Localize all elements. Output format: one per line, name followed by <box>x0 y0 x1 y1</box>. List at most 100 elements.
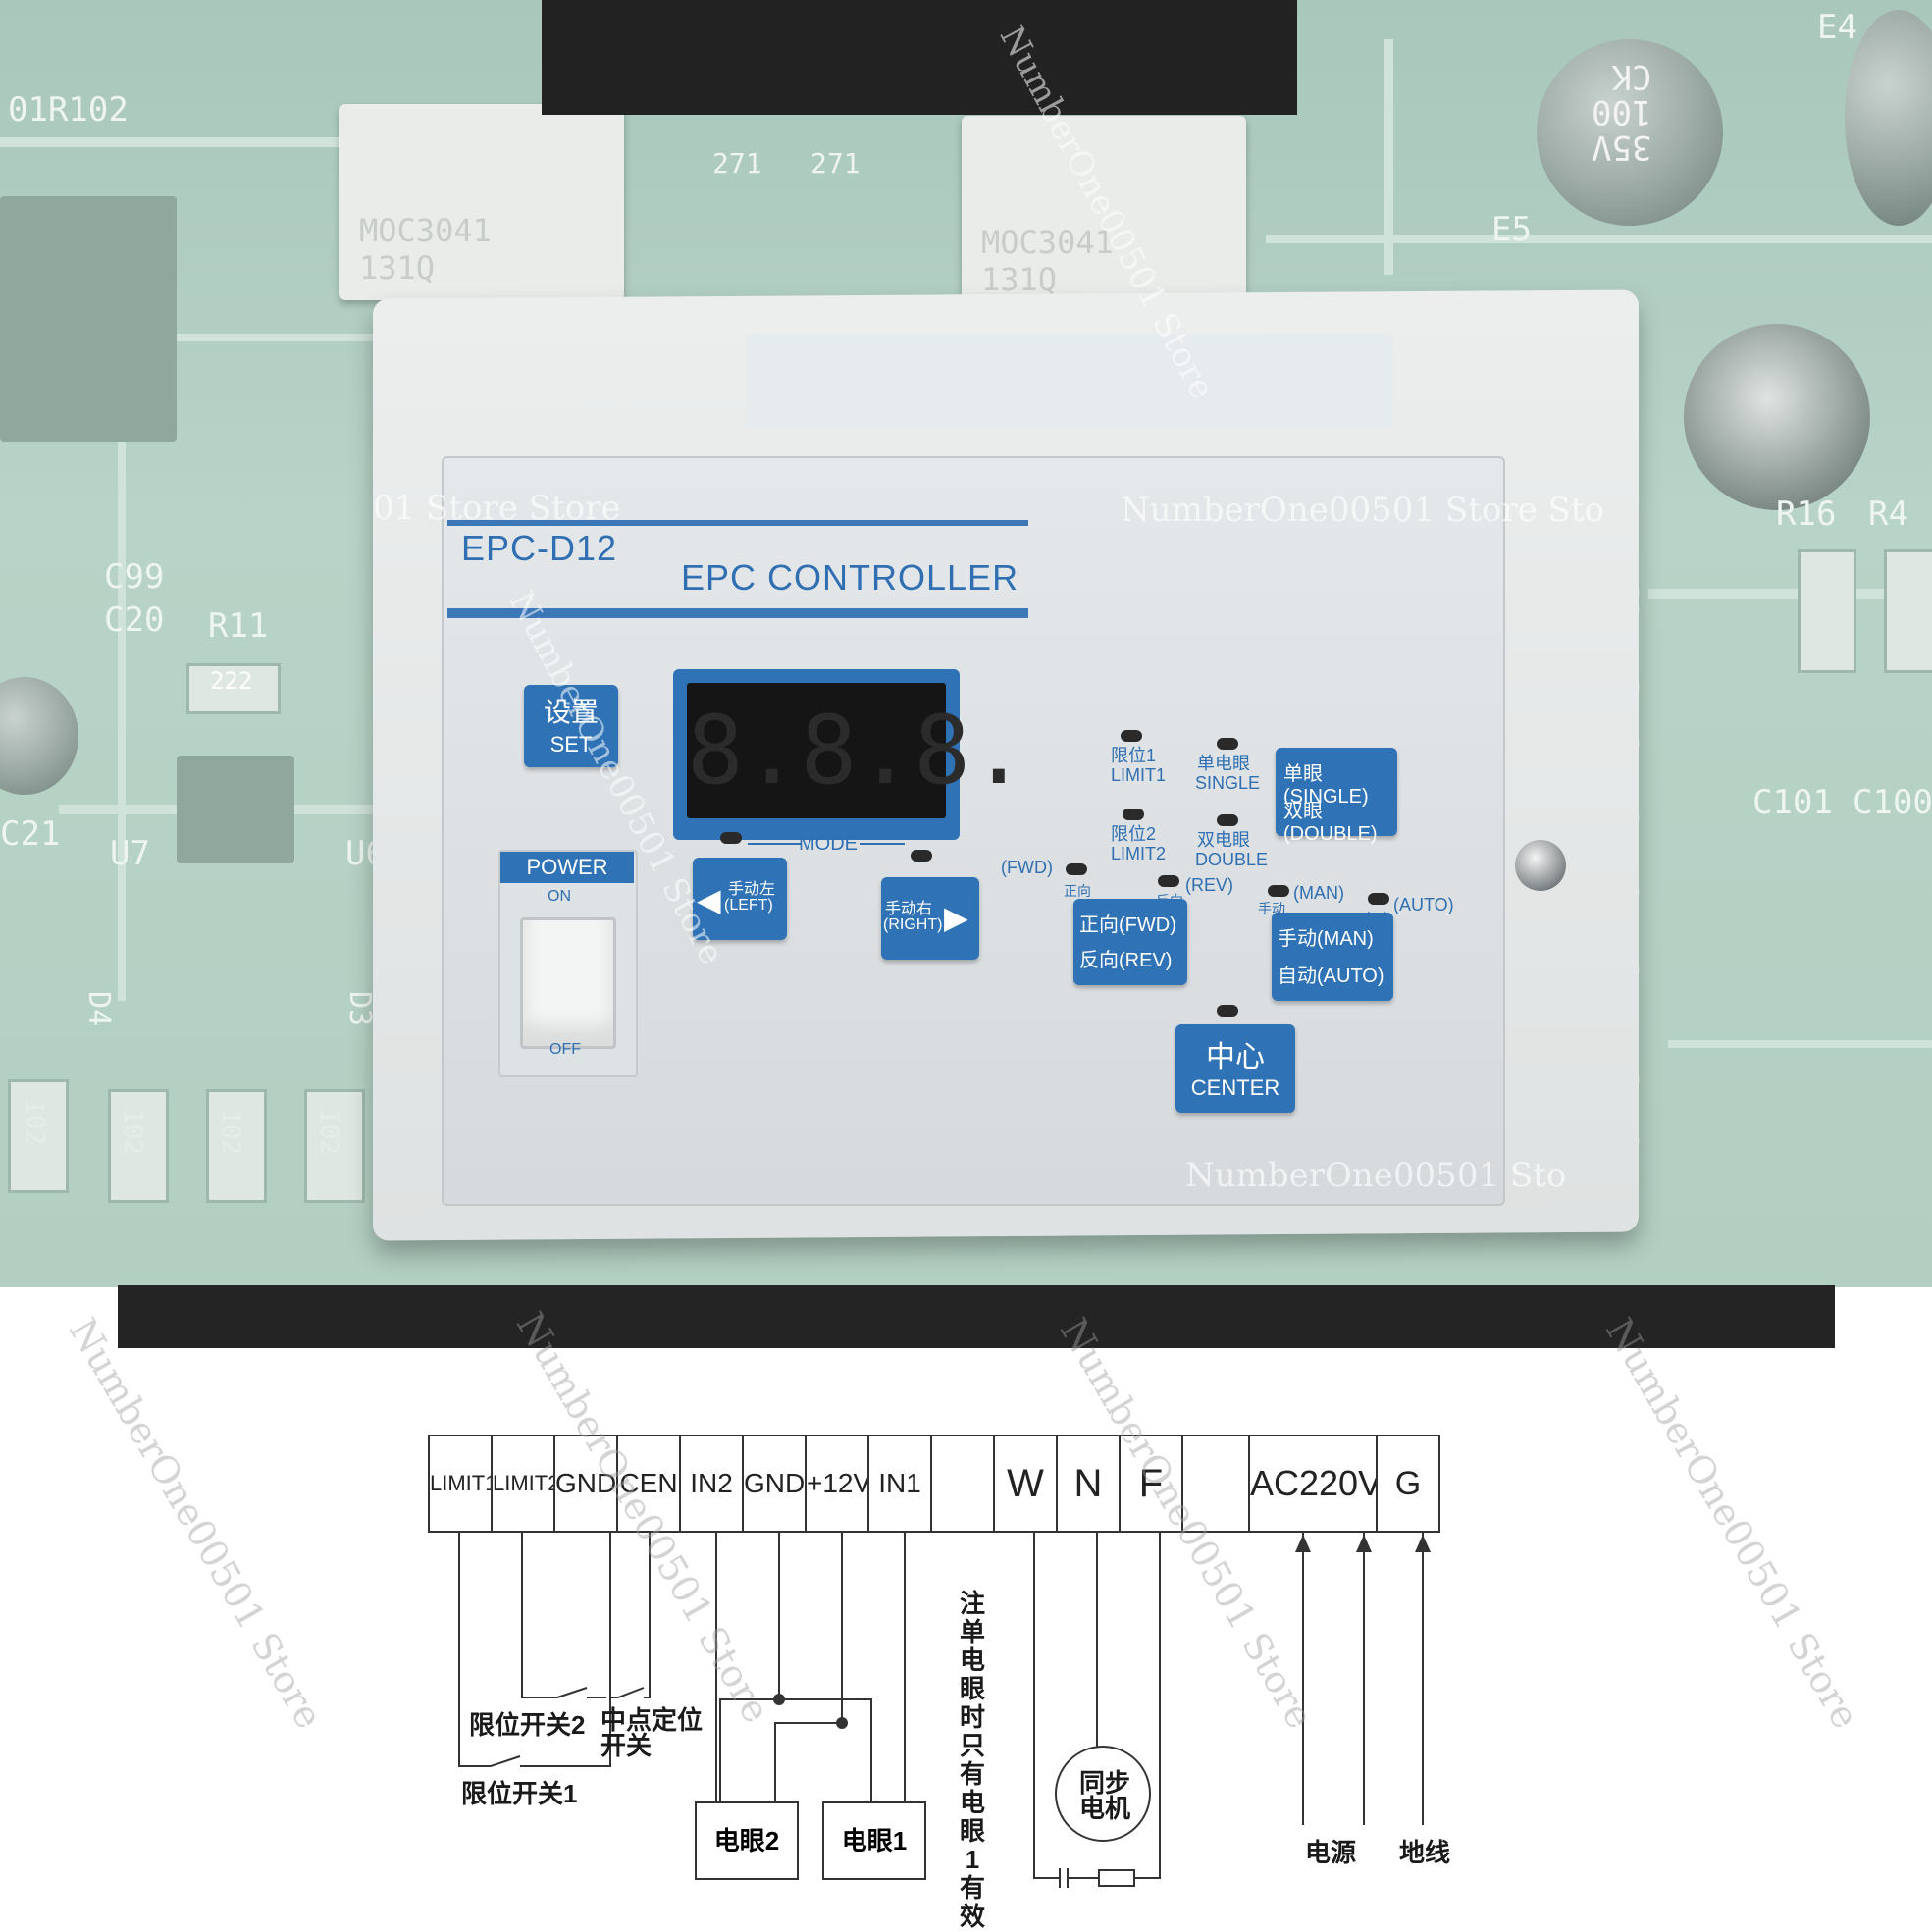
pcb-trace <box>1266 235 1932 243</box>
product-name-label: EPC CONTROLLER <box>681 557 1019 598</box>
pcb-label: C99 <box>104 557 165 597</box>
smd-resistor <box>186 663 281 714</box>
optocoupler-right: MOC3041 131Q <box>962 116 1246 302</box>
watermark: 01 Store Store <box>373 489 621 528</box>
terminal: IN1 <box>867 1435 932 1533</box>
sync-motor-label: 同步 电机 <box>1079 1768 1131 1823</box>
watermark: NumberOne00501 Sto <box>1185 1156 1567 1195</box>
power-supply-label: 电源 <box>1305 1838 1357 1867</box>
pcb-label: R4 <box>1868 495 1908 534</box>
pcb-label: C101 <box>1752 783 1833 822</box>
center-button-cn: 中心 <box>1206 1041 1265 1073</box>
single-led-cn: 单电眼 <box>1197 754 1250 773</box>
fwd-en: (FWD) <box>1001 858 1053 877</box>
manual-left-button[interactable]: ◀ 手动左 (LEFT) <box>693 858 787 940</box>
pcb-trace <box>0 334 373 341</box>
double-led-en: DOUBLE <box>1195 850 1269 869</box>
man-auto-button[interactable]: 手动(MAN) 自动(AUTO) <box>1272 913 1393 1001</box>
pcb-label: R16 <box>1776 495 1837 534</box>
terminal: G <box>1376 1435 1440 1533</box>
pcb-trace <box>1668 1040 1932 1048</box>
terminal <box>930 1435 995 1533</box>
pcb-trace <box>1648 589 1932 599</box>
smd-resistor <box>304 1089 365 1203</box>
power-title: POWER <box>500 852 634 883</box>
power-rocker-switch[interactable] <box>520 917 616 1049</box>
center-switch-label: 中点定位 开关 <box>600 1705 704 1760</box>
right-arrow-icon: ▶ <box>944 900 968 935</box>
terminal: +12V <box>805 1435 869 1533</box>
wiring-label-sticker <box>746 334 1393 427</box>
fwd-cn: 正向 <box>1064 883 1091 899</box>
screw-terminal <box>1684 324 1870 510</box>
left-arrow-icon: ◀ <box>697 882 721 917</box>
limit-switch-2-label: 限位开关2 <box>469 1710 586 1740</box>
limit2-en: LIMIT2 <box>1111 844 1167 863</box>
smd-resistor <box>206 1089 267 1203</box>
single-double-line1: 单眼(SINGLE) <box>1283 763 1369 808</box>
pcb-label: 222 <box>210 667 253 695</box>
auto-led <box>1368 893 1389 905</box>
limit-switch-1-label: 限位开关1 <box>461 1779 578 1808</box>
smd-resistor <box>1884 549 1932 673</box>
fwd-rev-line1: 正向(FWD) <box>1079 914 1176 936</box>
smd-resistor <box>108 1089 169 1203</box>
pcb-label: 271 <box>810 147 861 180</box>
auto-en: (AUTO) <box>1393 895 1454 914</box>
pcb-trace <box>118 412 126 1001</box>
pcb-label: R11 <box>208 606 269 646</box>
single-double-button[interactable]: 单眼(SINGLE) 双眼(DOUBLE) <box>1276 748 1397 845</box>
limit1-led <box>1121 730 1142 742</box>
single-led <box>1217 738 1238 750</box>
terminal: F <box>1119 1435 1183 1533</box>
ground-label: 地线 <box>1399 1838 1451 1867</box>
single-led-en: SINGLE <box>1195 773 1261 793</box>
limit1-cn: 限位1 <box>1111 746 1157 765</box>
man-auto-line2: 自动(AUTO) <box>1278 966 1384 987</box>
mode-led-right <box>911 850 932 862</box>
center-button[interactable]: 中心 CENTER <box>1175 1024 1295 1113</box>
mounting-screw <box>1515 840 1566 891</box>
left-button-cn: 手动左 <box>728 881 776 898</box>
terminal: LIMIT2 <box>491 1435 555 1533</box>
terminal: CEN <box>616 1435 681 1533</box>
terminal: N <box>1056 1435 1121 1533</box>
section-divider-bar <box>118 1285 1835 1348</box>
set-button[interactable]: 设置 SET <box>524 685 618 767</box>
manual-right-button[interactable]: 手动右 (RIGHT) ▶ <box>881 877 979 960</box>
limit2-led <box>1123 809 1144 820</box>
optocoupler-left: MOC3041 131Q <box>339 104 624 300</box>
man-auto-line1: 手动(MAN) <box>1278 928 1374 950</box>
center-led <box>1217 1005 1238 1017</box>
man-en: (MAN) <box>1293 883 1344 903</box>
left-button-en: (LEFT) <box>724 897 773 914</box>
header-bar <box>542 0 1297 115</box>
fwd-rev-button[interactable]: 正向(FWD) 反向(REV) <box>1073 899 1187 985</box>
set-button-en: SET <box>549 732 593 757</box>
pcb-label: 01R102 <box>8 90 129 130</box>
rev-led <box>1158 875 1179 887</box>
title-stripe <box>447 520 1028 618</box>
pcb-label: C100 <box>1853 783 1932 822</box>
fwd-rev-line2: 反向(REV) <box>1079 950 1173 971</box>
limit1-en: LIMIT1 <box>1111 765 1167 785</box>
pcb-trace <box>0 137 549 147</box>
photo-eye-2-box: 电眼2 <box>695 1801 799 1880</box>
electrolytic-capacitor <box>1845 10 1932 226</box>
pcb-trace <box>1384 39 1393 275</box>
pcb-label: 271 <box>712 147 762 180</box>
right-button-en: (RIGHT) <box>883 916 943 933</box>
rev-en: (REV) <box>1185 875 1233 895</box>
single-eye-note: 注单电眼时只有电眼1有效 <box>959 1589 985 1931</box>
opto-label: MOC3041 131Q <box>981 224 1114 298</box>
pcb-label: E4 <box>1817 8 1857 47</box>
power-off-label: OFF <box>549 1041 581 1058</box>
mode-label: MODE <box>799 833 858 855</box>
photo-eye-1-box: 电眼1 <box>822 1801 926 1880</box>
man-led <box>1268 885 1289 897</box>
smd-resistor <box>8 1079 69 1193</box>
pcb-label: E5 <box>1491 210 1532 249</box>
ic-chip <box>0 196 177 442</box>
terminal: GND <box>742 1435 807 1533</box>
